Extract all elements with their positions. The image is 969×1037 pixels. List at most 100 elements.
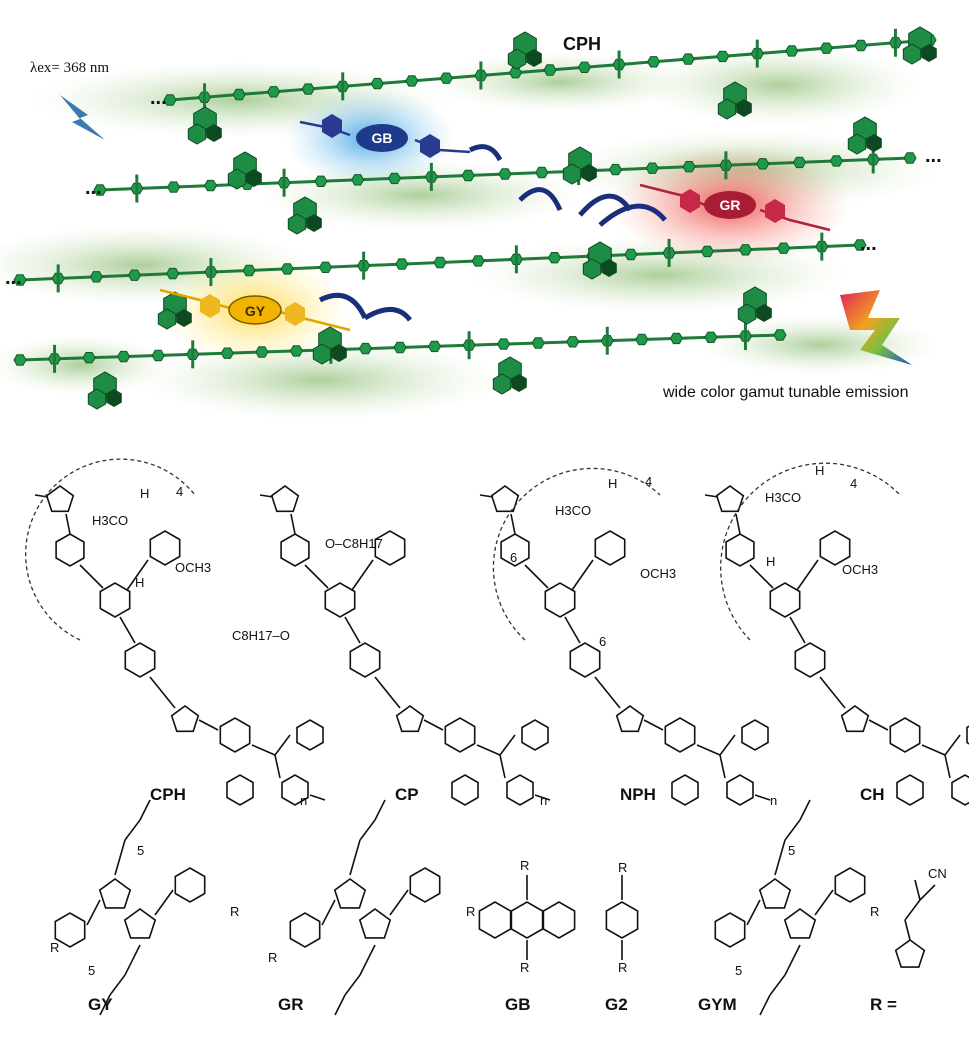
chain-hexagon — [903, 152, 917, 164]
excitation-bolt-icon — [60, 95, 105, 140]
benzene-ring — [521, 719, 549, 751]
anthracene-core — [478, 875, 576, 960]
benzene-ring — [500, 533, 530, 567]
cp-c8h17b: C8H17–O — [232, 628, 290, 643]
bond — [251, 744, 276, 756]
bond — [919, 884, 936, 901]
bond — [374, 799, 386, 821]
triazole-ring — [98, 878, 132, 909]
benzene-ring — [219, 717, 251, 753]
pendant-unit — [562, 146, 597, 185]
benzene-core — [605, 875, 639, 960]
bond — [759, 994, 771, 1016]
gy-r2: R — [230, 904, 239, 919]
cph-och3: OCH3 — [175, 560, 211, 575]
bond — [904, 899, 921, 921]
chain-hexagon — [608, 163, 623, 176]
nph-sub6b: 6 — [599, 634, 606, 649]
chain-hexagon — [498, 168, 512, 180]
triazole-ring — [894, 939, 926, 968]
bond — [344, 616, 361, 644]
cph-sub4: 4 — [176, 484, 183, 499]
bond — [769, 974, 786, 996]
ch-h3co: H3CO — [765, 490, 801, 505]
benzene-ring — [374, 530, 406, 566]
benzene-ring — [834, 867, 866, 903]
chain-hexagon — [255, 346, 269, 358]
triazole-ring — [783, 908, 817, 939]
bond — [65, 513, 71, 535]
chain-hexagon — [405, 75, 419, 87]
bond — [290, 513, 296, 535]
chain-hexagon — [531, 337, 545, 349]
benzene-ring — [99, 582, 131, 618]
chain-hexagon — [461, 169, 475, 182]
chain-hexagon — [232, 88, 246, 101]
guest-gr: GR — [639, 183, 831, 232]
chain-hexagon — [439, 72, 453, 84]
ellipsis-4: ... — [5, 267, 22, 289]
benzene-ring — [289, 912, 321, 948]
chain-hexagon — [508, 67, 523, 79]
guest-gb: GB — [299, 114, 471, 158]
bond — [139, 799, 151, 821]
bond — [349, 839, 361, 876]
bond — [34, 494, 49, 498]
chain-hexagon — [370, 77, 384, 90]
chain-hexagon — [635, 333, 649, 346]
pendant-unit — [227, 151, 262, 190]
bond — [423, 719, 444, 731]
gy-r1: R — [50, 940, 59, 955]
chain-hexagons — [13, 28, 937, 373]
chain-hexagon — [151, 349, 165, 362]
triazole-ring — [358, 908, 392, 939]
bond — [914, 879, 921, 901]
benzene-ring — [794, 642, 826, 678]
pendant-unit — [582, 241, 617, 280]
benzene-ring — [444, 717, 476, 753]
bond — [198, 719, 219, 731]
bond — [774, 839, 786, 876]
chain-hexagon — [117, 350, 131, 363]
ellipsis-1: ... — [150, 87, 167, 109]
label-cp: CP — [395, 785, 419, 804]
pendant-unit — [157, 291, 192, 330]
bond — [274, 754, 281, 779]
bond — [799, 799, 811, 821]
triazole-ring — [395, 705, 425, 733]
chain-hexagon — [351, 174, 365, 186]
chain-hexagon — [792, 156, 807, 169]
bond — [99, 994, 111, 1016]
nph-h3co: H3CO — [555, 503, 591, 518]
benzene-ring — [544, 582, 576, 618]
bond — [746, 899, 761, 926]
bond — [119, 616, 136, 644]
benzene-ring — [542, 901, 576, 939]
chain-hexagon — [314, 175, 328, 187]
bond — [154, 889, 174, 916]
cp-n-sub: n — [540, 793, 547, 808]
chain-hexagon — [647, 56, 661, 68]
label-cph: CPH — [150, 785, 186, 804]
triazole-ring — [615, 705, 645, 733]
bond — [735, 513, 741, 535]
benzene-ring — [725, 533, 755, 567]
label-g2: G2 — [605, 995, 628, 1014]
gr-label: GR — [720, 197, 741, 213]
chain-hexagon — [301, 83, 315, 95]
bond — [704, 494, 719, 498]
nph-och3: OCH3 — [640, 566, 676, 581]
benzene-ring — [741, 719, 769, 751]
bond — [904, 919, 911, 941]
chain-hexagon — [669, 332, 683, 345]
chain-hexagon — [289, 345, 303, 357]
chain-hexagon — [829, 155, 843, 167]
label-gb: GB — [505, 995, 531, 1014]
bond — [696, 744, 721, 756]
pendant-unit — [492, 356, 527, 395]
benzene-ring — [594, 530, 626, 566]
chain-hexagon — [682, 161, 696, 173]
benzene-ring — [769, 582, 801, 618]
chain-hexagon — [777, 242, 791, 254]
